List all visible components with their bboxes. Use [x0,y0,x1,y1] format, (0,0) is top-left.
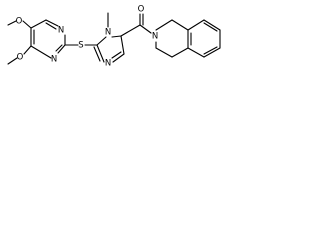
atom-labels: O N N O S N N O N [16,5,159,69]
bond [171,19,189,31]
bond [203,46,218,55]
bond [139,24,152,34]
bond [112,53,125,63]
atom-s-thioether: S [78,41,83,51]
bond [45,19,59,27]
bond [111,35,122,38]
bond [203,19,221,31]
bond-lines [7,12,221,65]
bond [120,35,125,55]
bond [203,47,221,58]
bond [55,44,63,52]
bond [111,51,122,59]
bond [203,22,218,32]
bond [120,24,141,37]
bond [171,47,189,58]
atom-n-isoquinoline: N [152,32,158,42]
bond [96,36,107,46]
bond [187,19,205,31]
bond [57,44,66,54]
bond [23,45,32,55]
atom-n-imidazole-methyl: N [105,28,111,38]
bond [30,45,52,59]
atom-n-imidazole-ring: N [105,59,111,69]
atom-o-methoxy-bottom: O [17,53,24,63]
atom-o-methoxy-top: O [16,17,23,27]
bond [30,19,47,29]
atom-n-pyrimidine-bottom: N [51,55,57,65]
bond [93,46,101,62]
molecule-structure: O N N O S N N O N [7,5,221,69]
bond [7,20,17,26]
bond [96,44,105,63]
atom-o-carbonyl: O [138,5,145,15]
bond [45,22,57,30]
bond [22,20,32,29]
bond [155,47,173,58]
bond [187,47,205,58]
atom-n-pyrimidine-top: N [58,26,64,36]
bond [7,57,18,65]
bond [155,19,173,31]
